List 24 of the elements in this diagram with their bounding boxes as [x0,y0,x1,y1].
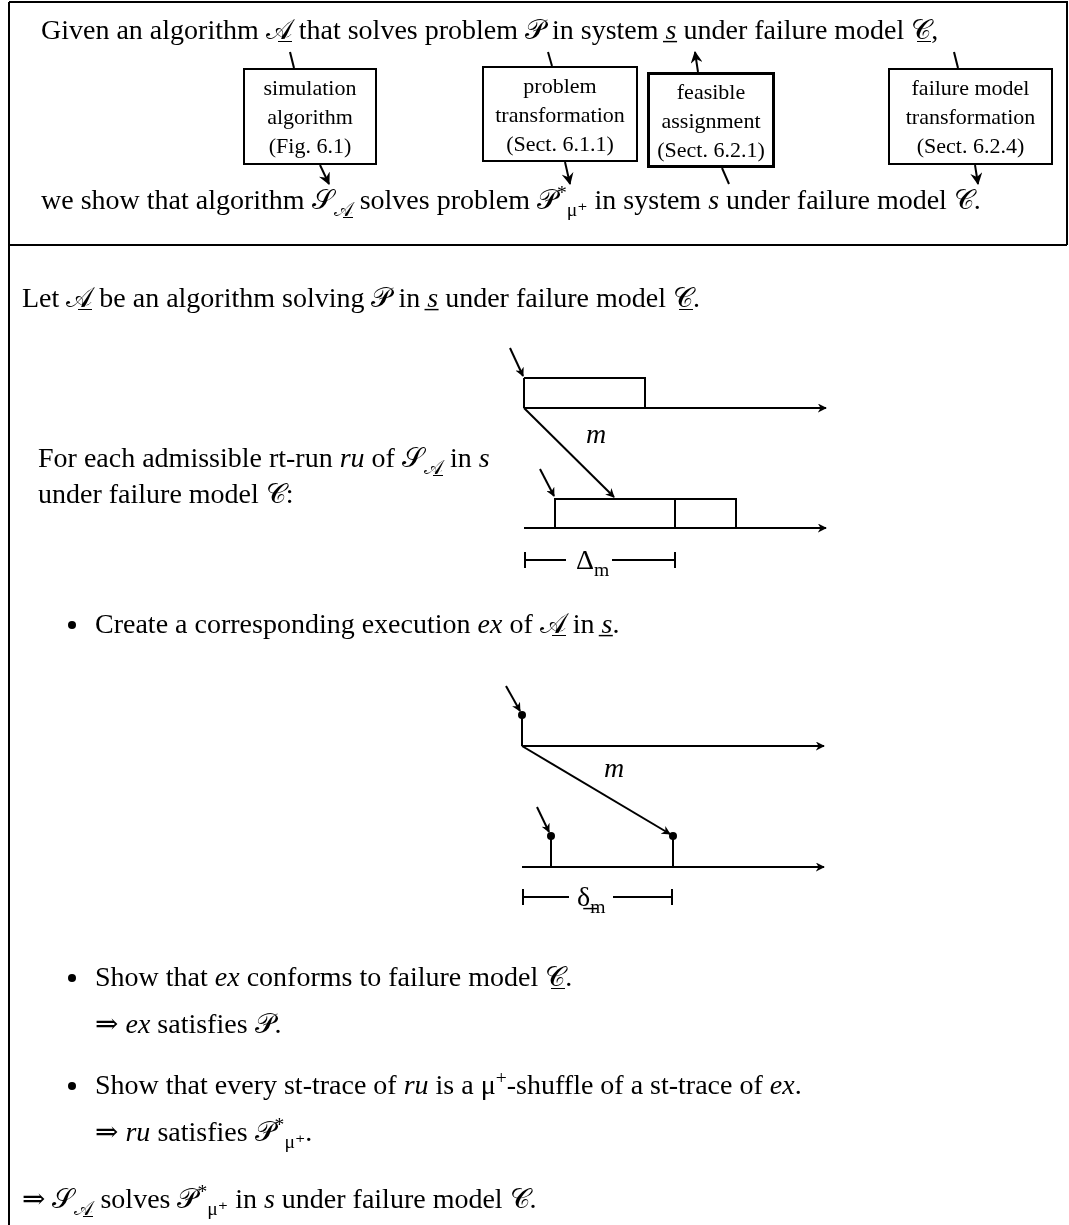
arrow [561,161,574,185]
arrow [970,164,983,185]
dimension-label: δ̲$_{m}$ [577,881,606,913]
message-label: m [586,418,607,450]
annotation-box: simulation algorithm (Fig. 6.1) [243,68,377,165]
leader-line [547,51,553,67]
annotation-box: problem transformation (Sect. 6.1.1) [482,66,638,162]
list-item: Show that ex conforms to failure model 𝒞̲. [95,961,573,993]
message-label: m [604,752,625,784]
annotation-box: feasible assignment (Sect. 6.2.1) [647,72,775,168]
conclusion: ⇒ ex satisfies 𝒫. [95,1008,282,1040]
arrow [318,164,330,185]
leader-line [289,51,295,69]
dimension-label: Δ$_{m}$ [576,544,610,576]
arrow [690,51,703,73]
annotation-box: failure model transformation (Sect. 6.2.4) [888,68,1053,165]
sentence: Let 𝒜̲ be an algorithm solving 𝒫 in s̲ under failure model 𝒞̲. [22,282,700,314]
sentence: Given an algorithm 𝒜̲ that solves problem 𝒫 in system s̲ under failure model 𝒞̲, [41,14,939,52]
list-item: Create a corresponding execution ex of 𝒜̲ in s̲. [95,608,620,640]
list-item: Show that every st-trace of ru is a μ$^{+}$-shuffle of a st-trace of ex. [95,1069,802,1101]
leader-line [953,51,959,69]
sentence: we show that algorithm 𝒮$_{𝒜̲}$ solves problem 𝒫$^{*}$$_{μ⁺}$ in system s under failure model 𝒞. [41,184,981,218]
sentence: For each admissible rt-run ru of 𝒮$_{𝒜̲}$ in s under failure model 𝒞: [38,441,491,511]
leader-line [721,167,730,185]
